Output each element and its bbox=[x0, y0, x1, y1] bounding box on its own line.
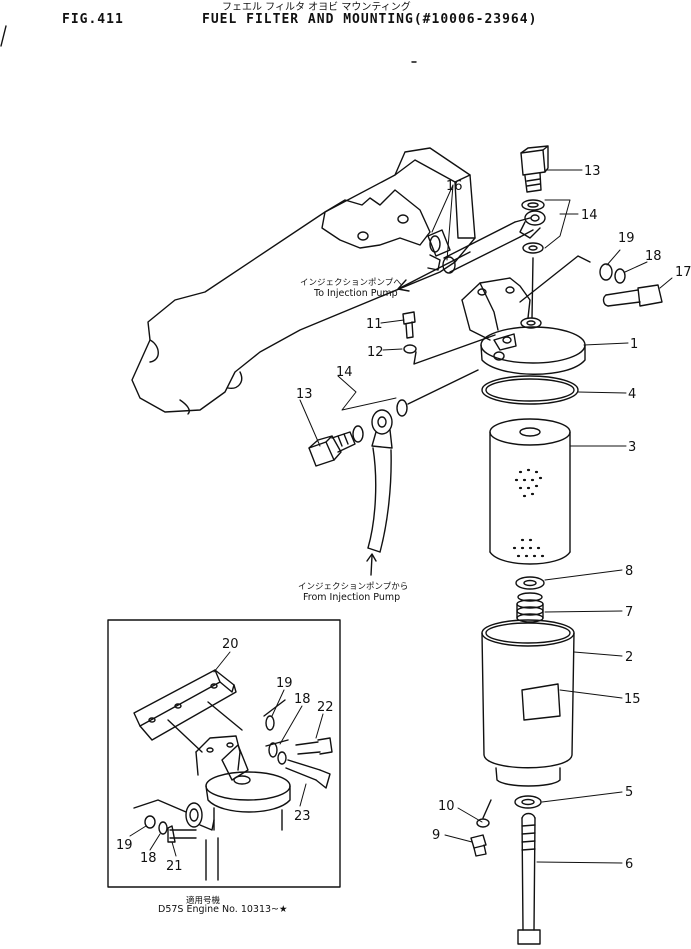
callout-17: 17 bbox=[675, 265, 691, 280]
bolt-11 bbox=[402, 311, 416, 339]
leaders-inset bbox=[129, 651, 324, 857]
pipe-eye-top bbox=[519, 210, 546, 239]
inset-callout-23: 23 bbox=[294, 809, 311, 824]
callout-10: 10 bbox=[438, 799, 455, 814]
spring bbox=[516, 592, 544, 623]
washer-10 bbox=[476, 818, 490, 828]
washer-top-b-inner bbox=[528, 245, 538, 251]
inset-callout-18-lower: 18 bbox=[140, 851, 157, 866]
washer-8 bbox=[515, 576, 545, 590]
margin-mark bbox=[0, 25, 7, 47]
washer-5 bbox=[514, 795, 542, 809]
washer-8-inner bbox=[523, 579, 537, 587]
callout-14-top: 14 bbox=[581, 208, 598, 223]
o-ring bbox=[481, 375, 579, 405]
leader-10 bbox=[482, 799, 492, 819]
callout-7: 7 bbox=[625, 605, 633, 620]
callout-5: 5 bbox=[625, 785, 633, 800]
inset-callout-20: 20 bbox=[222, 637, 239, 652]
center-line-top bbox=[531, 257, 534, 319]
inset-callout-21: 21 bbox=[166, 859, 183, 874]
callout-8: 8 bbox=[625, 564, 633, 579]
callout-3: 3 bbox=[628, 440, 636, 455]
callout-13-lower: 13 bbox=[296, 387, 313, 402]
figure-number: FIG.411 bbox=[62, 12, 124, 27]
callout-1: 1 bbox=[630, 337, 638, 352]
callout-12: 12 bbox=[367, 345, 384, 360]
flow-arrow-from-pump bbox=[366, 553, 377, 576]
callout-13-top: 13 bbox=[584, 164, 601, 179]
banjo-bolt-top bbox=[520, 145, 549, 193]
leader-lower-eye bbox=[407, 369, 479, 405]
inset-callout-19-upper: 19 bbox=[276, 676, 293, 691]
washer-lower-a bbox=[352, 425, 364, 443]
washer-5-inner bbox=[521, 798, 535, 806]
bolt-17 bbox=[602, 284, 663, 307]
leader-side-bolt bbox=[519, 255, 591, 303]
fuel-pipe-upper bbox=[427, 217, 534, 274]
callout-11: 11 bbox=[366, 317, 383, 332]
inset-frame bbox=[107, 619, 341, 888]
fuel-hose-lower bbox=[367, 447, 392, 553]
title-kana: フェエル フィルタ オヨビ マウンティング bbox=[222, 2, 411, 13]
to-pump-label: To Injection Pump bbox=[314, 288, 398, 299]
banjo-bolt-lower bbox=[308, 431, 356, 467]
washer-19-side bbox=[599, 263, 613, 281]
filter-case bbox=[481, 619, 575, 787]
inset-callout-19-lower: 19 bbox=[116, 838, 133, 853]
flow-arrow-to-pump bbox=[397, 251, 471, 292]
washer-top-b bbox=[522, 242, 544, 254]
inset-callout-22: 22 bbox=[317, 700, 334, 715]
leader-bolt11-head bbox=[413, 334, 496, 365]
inset-kana: 適用号機 bbox=[186, 896, 221, 906]
callout-2: 2 bbox=[625, 650, 633, 665]
from-pump-label: From Injection Pump bbox=[303, 592, 401, 603]
figure-title: FUEL FILTER AND MOUNTING(#10006-23964) bbox=[202, 12, 538, 27]
engine-manifold bbox=[131, 147, 476, 415]
callout-15: 15 bbox=[624, 692, 641, 707]
from-pump-kana: インジェクションポンプから bbox=[298, 582, 409, 592]
inset-callout-18-upper: 18 bbox=[294, 692, 311, 707]
o-ring-inner bbox=[485, 378, 575, 402]
washer-lower-b bbox=[396, 399, 408, 417]
callout-18-side: 18 bbox=[645, 249, 662, 264]
callout-16: 16 bbox=[446, 179, 463, 194]
inset-drawing bbox=[133, 669, 333, 881]
to-pump-kana: インジェクションポンプへ bbox=[300, 278, 402, 288]
washer-18-side bbox=[614, 268, 626, 284]
callout-6: 6 bbox=[625, 857, 633, 872]
callout-14-lower: 14 bbox=[336, 365, 353, 380]
washer-top-a bbox=[521, 199, 545, 211]
callout-4: 4 bbox=[628, 387, 636, 402]
washer-top-a-inner bbox=[527, 202, 539, 208]
drain-plug bbox=[470, 834, 487, 857]
callout-19-side: 19 bbox=[618, 231, 635, 246]
center-bolt bbox=[517, 812, 541, 945]
filter-head bbox=[461, 277, 586, 375]
filter-element bbox=[489, 418, 571, 565]
washer-12 bbox=[403, 344, 417, 354]
callout-9: 9 bbox=[432, 828, 440, 843]
inset-serial: D57S Engine No. 10313~★ bbox=[158, 904, 288, 915]
pipe-eye-lower bbox=[371, 409, 393, 449]
leaders-main bbox=[299, 169, 673, 864]
